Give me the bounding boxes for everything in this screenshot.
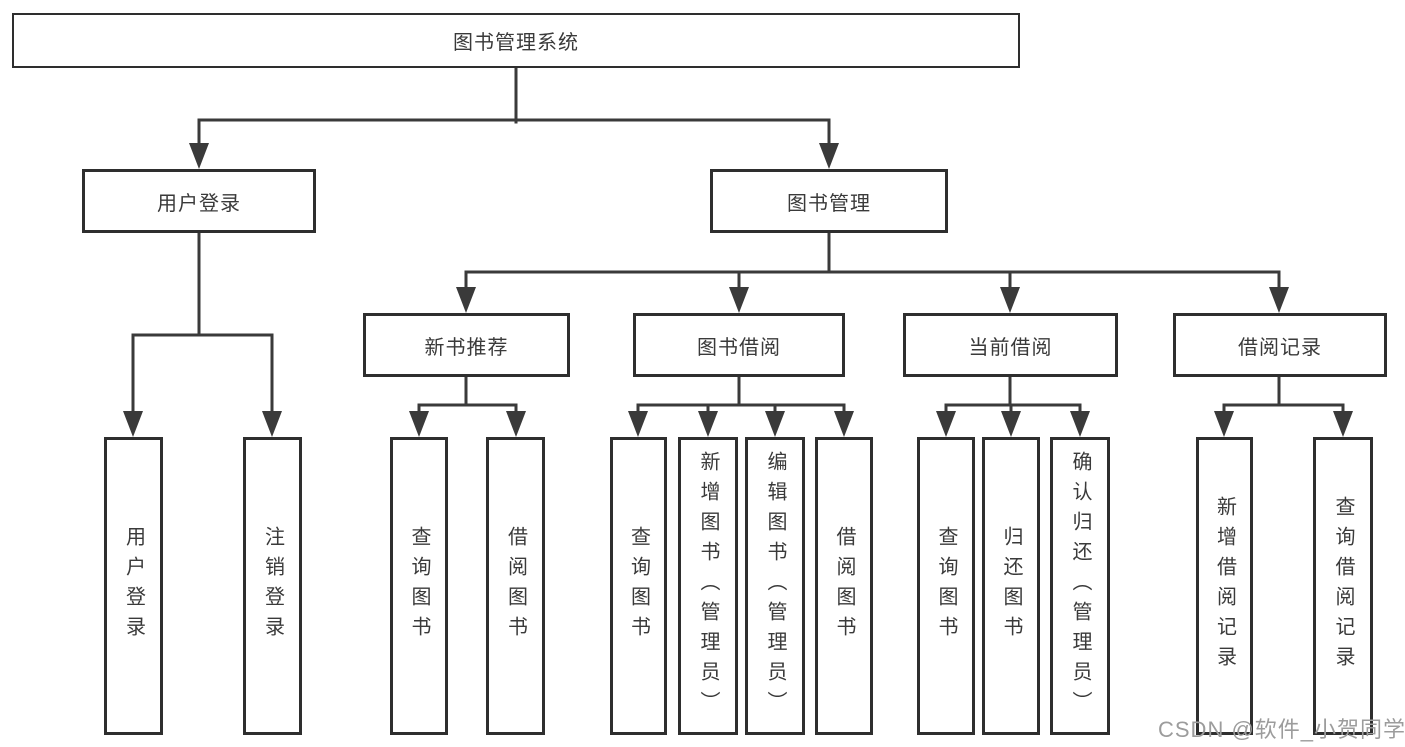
node-label: 新增借阅记录 (1213, 496, 1236, 676)
node-label: 借阅记录 (1238, 336, 1322, 359)
leaf-recommend-borrow-books: 借阅图书 (486, 437, 545, 735)
node-current-borrowing: 当前借阅 (903, 313, 1118, 377)
node-system-root: 图书管理系统 (12, 13, 1020, 68)
node-label: 查询图书 (408, 526, 430, 646)
node-label: 用户登录 (157, 192, 241, 215)
leaf-return-books: 归还图书 (982, 437, 1040, 735)
leaf-logout: 注销登录 (243, 437, 302, 735)
node-label: 查询图书 (627, 526, 650, 646)
node-label: 查询图书 (935, 526, 957, 646)
node-label: 图书管理 (787, 192, 871, 215)
node-label: 借阅图书 (833, 526, 855, 646)
leaf-confirm-return-admin: 确认归还（管理员） (1050, 437, 1110, 735)
leaf-borrowing-query-books: 查询图书 (610, 437, 667, 735)
node-label: 确认归还（管理员） (1069, 451, 1091, 721)
leaf-edit-books-admin: 编辑图书（管理员） (745, 437, 805, 735)
node-label: 用户登录 (122, 526, 145, 646)
leaf-recommend-query-books: 查询图书 (390, 437, 448, 735)
node-label: 归还图书 (1000, 526, 1022, 646)
node-label: 图书借阅 (697, 336, 781, 359)
leaf-current-query-books: 查询图书 (917, 437, 975, 735)
node-label: 注销登录 (261, 526, 284, 646)
csdn-watermark: CSDN @软件_小贺同学 (1158, 717, 1405, 742)
leaf-user-login: 用户登录 (104, 437, 163, 735)
node-label: 借阅图书 (504, 526, 527, 646)
node-user-login: 用户登录 (82, 169, 316, 233)
arrowhead-icons (123, 143, 1353, 437)
node-book-management: 图书管理 (710, 169, 948, 233)
leaf-borrowing-borrow-books: 借阅图书 (815, 437, 873, 735)
leaf-query-borrow-record: 查询借阅记录 (1313, 437, 1373, 735)
node-borrowing-records: 借阅记录 (1173, 313, 1387, 377)
node-label: 图书管理系统 (453, 32, 579, 54)
node-label: 当前借阅 (968, 336, 1053, 359)
node-new-book-recommend: 新书推荐 (363, 313, 570, 377)
node-label: 编辑图书（管理员） (764, 451, 786, 721)
node-label: 查询借阅记录 (1332, 496, 1354, 676)
node-label: 新增图书（管理员） (697, 451, 719, 721)
leaf-add-books-admin: 新增图书（管理员） (678, 437, 738, 735)
node-book-borrowing: 图书借阅 (633, 313, 845, 377)
leaf-add-borrow-record: 新增借阅记录 (1196, 437, 1253, 735)
node-label: 新书推荐 (424, 336, 509, 359)
